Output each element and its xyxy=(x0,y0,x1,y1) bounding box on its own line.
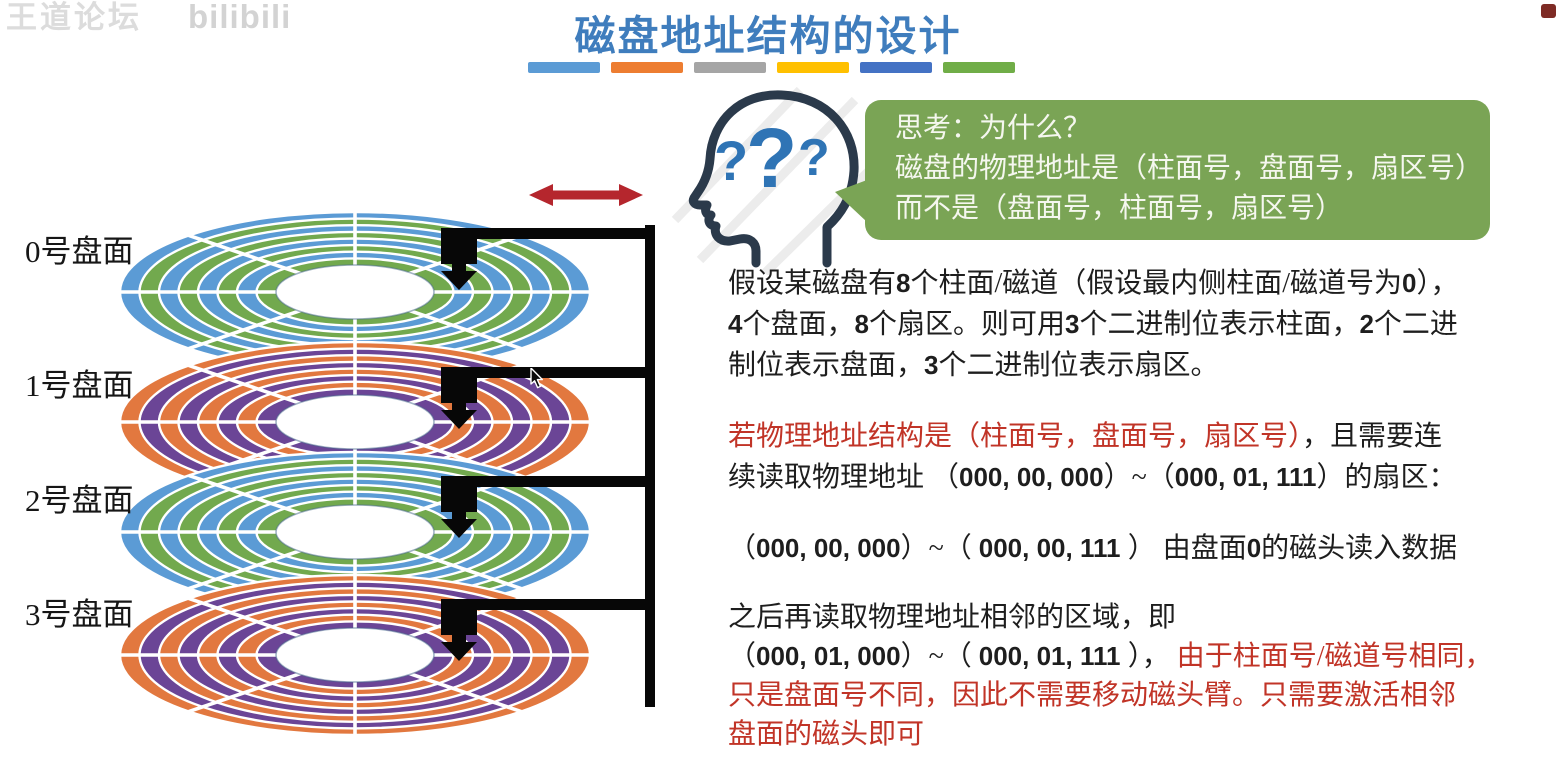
text-line: 只是盘面号不同，因此不需要移动磁头臂。只需要激活相邻 xyxy=(728,676,1560,715)
platter-label-3: 3号盘面 xyxy=(25,597,134,632)
corner-mark xyxy=(1541,4,1556,18)
arm-2 xyxy=(441,476,655,538)
paragraph-p1: 假设某磁盘有8个柱面/磁道（假设最内侧柱面/磁道号为0），4个盘面，8个扇区。则… xyxy=(728,263,1560,386)
arm-3 xyxy=(441,599,655,661)
text-run: 盘面的磁头即可 xyxy=(728,719,925,750)
text-run: 个二进制位表示柱面， xyxy=(1079,309,1360,340)
text-run: 制位表示盘面， xyxy=(728,350,925,381)
text-run: 0 xyxy=(1246,533,1262,563)
text-line: 盘面的磁头即可 xyxy=(728,715,1560,754)
text-run: 个盘面， xyxy=(742,309,855,340)
svg-text:?: ? xyxy=(746,111,797,205)
text-run: ）~（ xyxy=(900,533,979,564)
text-run: 8 xyxy=(896,268,911,298)
text-run: 个二进制位表示扇区。 xyxy=(938,350,1219,381)
text-run: 3 xyxy=(924,350,939,380)
seek-direction-arrow-icon xyxy=(529,184,643,206)
paragraph-p3: （000, 00, 000）~（ 000, 00, 111 ） 由盘面0的磁头读… xyxy=(728,528,1560,569)
text-run: 的磁头读入数据 xyxy=(1261,533,1458,564)
speech-bubble: 思考：为什么？ 磁盘的物理地址是（柱面号，盘面号，扇区号） 而不是（盘面号，柱面… xyxy=(835,100,1490,240)
text-run: 000, 01, 111 xyxy=(1174,462,1317,492)
question-marks-icon: ? ? ? xyxy=(714,111,830,205)
text-run: 000, 00, 000 xyxy=(959,462,1104,492)
text-run: 000, 00, 111 xyxy=(978,533,1128,563)
platter-graphic xyxy=(118,210,592,374)
text-run: 假设某磁盘有 xyxy=(728,268,897,299)
text-run: 之后再读取物理地址相邻的区域，即 xyxy=(728,602,1177,633)
bilibili-logo: bilibili xyxy=(188,0,292,35)
text-run: ）~（ xyxy=(900,641,979,672)
text-run: 个柱面/磁道（假设最内侧柱面/磁道号为 xyxy=(910,268,1403,299)
accent-bar xyxy=(694,62,766,73)
platter-label-2: 2号盘面 xyxy=(25,483,134,518)
text-run: 4 xyxy=(728,309,743,339)
rw-head-1-icon xyxy=(441,410,477,429)
text-run: 000, 01, 111 xyxy=(978,641,1128,671)
text-run: 2 xyxy=(1359,309,1374,339)
accent-bar xyxy=(860,62,932,73)
text-run: （ xyxy=(728,641,757,672)
text-line: 若物理地址结构是（柱面号，盘面号，扇区号），且需要连 xyxy=(728,416,1560,457)
text-line: 续读取物理地址 （000, 00, 000）~（000, 01, 111）的扇区… xyxy=(728,457,1560,498)
accent-bar xyxy=(943,62,1015,73)
text-line: 制位表示盘面，3个二进制位表示扇区。 xyxy=(728,345,1560,386)
bubble-line: 磁盘的物理地址是（柱面号，盘面号，扇区号） xyxy=(895,153,1484,184)
platter-label-0: 0号盘面 xyxy=(25,234,134,269)
text-run: ）的扇区： xyxy=(1316,462,1457,493)
text-run: ）， xyxy=(1416,268,1459,299)
accent-bar xyxy=(777,62,849,73)
text-run: 个扇区。则可用 xyxy=(868,309,1065,340)
text-run: 0 xyxy=(1402,268,1417,298)
text-run: 8 xyxy=(854,309,869,339)
svg-text:?: ? xyxy=(714,129,748,192)
text-run: 若物理地址结构是（柱面号，盘面号，扇区号） xyxy=(728,421,1303,452)
text-line: 4个盘面，8个扇区。则可用3个二进制位表示柱面，2个二进 xyxy=(728,304,1560,345)
text-line: （000, 01, 000）~（ 000, 01, 111 ）， 由于柱面号/磁… xyxy=(728,637,1560,676)
rw-head-3-icon xyxy=(441,642,477,661)
page-title: 磁盘地址结构的设计 xyxy=(574,13,962,59)
actuator-arm xyxy=(441,225,655,707)
paragraph-p2: 若物理地址结构是（柱面号，盘面号，扇区号），且需要连续读取物理地址 （000, … xyxy=(728,416,1560,498)
rw-head-0-icon xyxy=(441,271,477,290)
accent-bar xyxy=(528,62,600,73)
rw-head-2-icon xyxy=(441,519,477,538)
platter-0 xyxy=(115,208,595,376)
text-run: ）， xyxy=(1127,641,1177,672)
accent-bar xyxy=(611,62,683,73)
text-run: 由于柱面号/磁道号相同， xyxy=(1176,641,1493,672)
arm-0 xyxy=(441,228,655,290)
thinking-head-icon: ? ? ? xyxy=(671,86,884,275)
title-accent-bars xyxy=(528,62,1015,73)
svg-text:?: ? xyxy=(798,129,830,187)
text-line: 之后再读取物理地址相邻的区域，即 xyxy=(728,598,1560,637)
text-run: 续读取物理地址 （ xyxy=(728,462,960,493)
text-run: 只是盘面号不同，因此不需要移动磁头臂。只需要激活相邻 xyxy=(728,680,1457,711)
arm-1 xyxy=(441,367,655,429)
watermark-site-text: 王道论坛 xyxy=(6,0,142,35)
arm-spine xyxy=(645,225,655,707)
text-run: ）~（ xyxy=(1103,462,1175,493)
text-run: 000, 01, 000 xyxy=(756,641,901,671)
text-run: （ xyxy=(728,533,757,564)
text-run: 个二进 xyxy=(1373,309,1458,340)
text-run: ，且需要连 xyxy=(1302,421,1443,452)
bubble-line: 而不是（盘面号，柱面号，扇区号） xyxy=(895,193,1344,224)
platter-label-1: 1号盘面 xyxy=(25,368,134,403)
text-run: 3 xyxy=(1064,309,1080,339)
watermark: 王道论坛 bilibili xyxy=(6,0,291,37)
bubble-line: 思考：为什么？ xyxy=(895,113,1092,144)
text-line: （000, 00, 000）~（ 000, 00, 111 ） 由盘面0的磁头读… xyxy=(728,528,1560,569)
text-run: 000, 00, 000 xyxy=(756,533,901,563)
text-run: ） 由盘面 xyxy=(1127,533,1247,564)
paragraph-p4: 之后再读取物理地址相邻的区域，即 （000, 01, 000）~（ 000, 01… xyxy=(728,598,1560,754)
mouse-cursor xyxy=(530,368,544,389)
text-line: 假设某磁盘有8个柱面/磁道（假设最内侧柱面/磁道号为0）， xyxy=(728,263,1560,304)
